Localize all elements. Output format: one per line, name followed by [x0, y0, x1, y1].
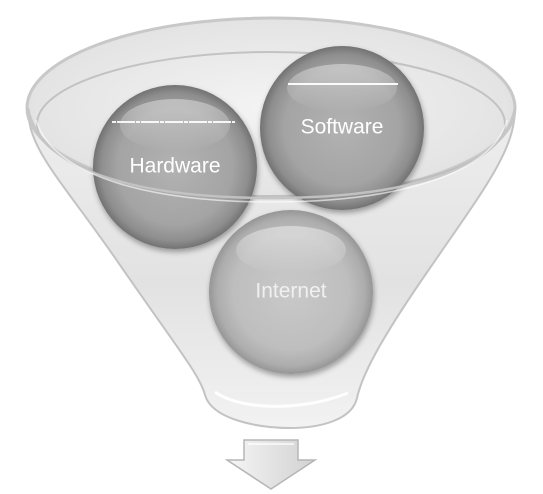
- software-label: Software: [301, 116, 384, 139]
- hardware-circle: Hardware: [93, 85, 257, 249]
- funnel-rim-front: [26, 107, 517, 203]
- internet-label: Internet: [255, 280, 326, 303]
- down-arrow-icon: [224, 439, 318, 490]
- internet-circle: Internet: [209, 210, 373, 374]
- hardware-label: Hardware: [129, 155, 220, 178]
- software-circle: Software: [260, 46, 424, 210]
